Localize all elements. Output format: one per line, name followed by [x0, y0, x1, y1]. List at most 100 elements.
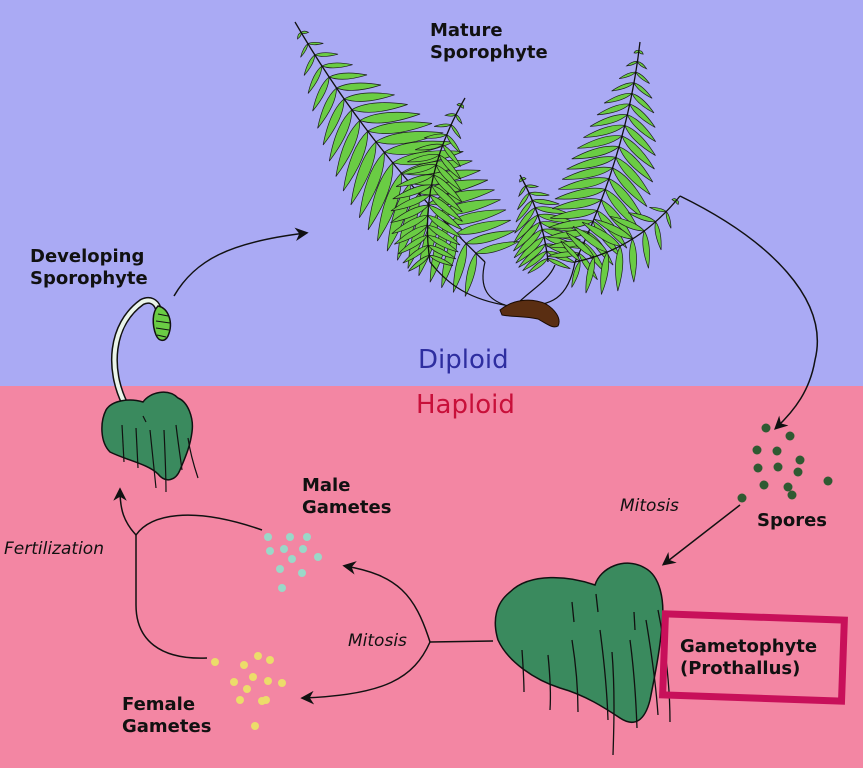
frond-pinna [517, 192, 530, 210]
female-gamete-dot [278, 679, 286, 687]
frond-pinna [328, 108, 353, 162]
frond-pinna [604, 92, 633, 104]
frond-center-small [390, 97, 466, 272]
gametophyte-highlight-box [659, 610, 848, 705]
spore-dot [737, 493, 747, 503]
frond-pinna [300, 30, 310, 34]
frond-pinna [513, 228, 543, 259]
female-gamete-dot [240, 661, 248, 669]
frond-pinna [400, 164, 438, 175]
male-gamete-dot [280, 545, 288, 553]
frond-pinna [615, 245, 624, 292]
male-gamete-dot [288, 555, 296, 563]
frond-pinna [402, 244, 429, 264]
frond-pinna [514, 206, 536, 234]
developing-stalk-core [112, 298, 160, 406]
frond-pinna [377, 172, 402, 242]
frond-pinna [522, 250, 548, 272]
frond-pinna [631, 92, 655, 114]
male-gamete-dot [276, 565, 284, 573]
frond-pinna [307, 65, 323, 94]
arrow-developing-to-mature [173, 227, 309, 297]
female-gamete-dot [262, 696, 270, 704]
frond-pinna [548, 219, 594, 229]
spore-dot [752, 445, 762, 455]
female-gamete-dot [230, 678, 238, 686]
developing-frond [152, 305, 172, 342]
frond-right-large [546, 41, 656, 280]
frond-pinna [546, 258, 571, 270]
fertilization-label: Fertilization [4, 539, 104, 559]
male-gamete-dot [264, 533, 272, 541]
frond-pinna [465, 230, 516, 245]
frond-pinna [554, 187, 607, 200]
frond-pinna [297, 31, 302, 40]
frond-pinna [322, 98, 345, 146]
frond-pinna [609, 215, 646, 232]
female-gametes-cluster [211, 652, 286, 730]
gametophyte-label: Gametophyte (Prothallus) [680, 636, 818, 679]
diploid-label: Diploid [418, 345, 509, 375]
male-gamete-dot [266, 547, 274, 555]
frond-pinna [531, 199, 560, 205]
female-gametes-label: Female Gametes [122, 694, 212, 737]
frond-pinna [312, 76, 330, 112]
frond-pinna [528, 191, 550, 197]
frond-pinna [408, 254, 430, 272]
spore-dot [759, 480, 769, 490]
spore-dot [773, 462, 783, 472]
frond-pinna [566, 156, 617, 170]
spore-dot [785, 431, 795, 441]
frond-pinna [649, 206, 668, 213]
frond-pinna [426, 234, 459, 253]
mature-sporophyte-label: Mature Sporophyte [430, 20, 548, 63]
fern-fronds [294, 21, 681, 297]
frond-pinna [423, 133, 448, 139]
male-gamete-dot [286, 533, 294, 541]
frond-pinna [571, 145, 620, 160]
frond-pinna [335, 119, 361, 177]
spore-dot [823, 476, 833, 486]
frond-pinna [366, 121, 433, 134]
frond-pinna [392, 184, 433, 200]
frond-pinna [581, 221, 621, 247]
frond-pinna [624, 124, 656, 156]
mitosis-label-gametes: Mitosis [348, 631, 407, 651]
male-gamete-dot [303, 533, 311, 541]
frond-pinna [589, 114, 629, 127]
frond-pinna [414, 143, 444, 151]
frond-pinna [626, 114, 656, 143]
frond-pinna [430, 184, 463, 213]
frond-pinna [593, 218, 634, 240]
female-gamete-dot [236, 696, 244, 704]
frond-left-large [294, 21, 520, 297]
female-gamete-dot [249, 673, 257, 681]
frond-pinna [358, 111, 421, 124]
female-gamete-dot [264, 677, 272, 685]
frond-pinna [515, 199, 533, 223]
arrow-to-female-gametes [300, 641, 431, 705]
developing-frond-veins [155, 313, 171, 338]
frond-pinna [432, 174, 463, 203]
frond-pinna [455, 219, 511, 235]
male-gamete-branch [135, 514, 263, 536]
frond-pinna [558, 177, 610, 190]
frond-pinna [612, 167, 648, 207]
frond-pinna [561, 166, 614, 180]
frond-right-sweep [560, 195, 681, 295]
gametophyte-rhizoids [521, 593, 671, 756]
arrow-to-zygote [113, 487, 137, 536]
frond-pinna [427, 204, 463, 231]
frond-pinna [524, 184, 540, 188]
frond-pinna [565, 232, 595, 258]
frond-pinna [665, 210, 672, 229]
frond-pinna [428, 255, 454, 267]
frond-pinna [615, 156, 651, 195]
frond-pinna [455, 114, 463, 125]
spore-dot [783, 482, 793, 492]
frond-pinna [654, 220, 662, 251]
frond-pinna [303, 54, 316, 76]
mitosis-branch-stem [429, 640, 494, 643]
spore-dot [795, 455, 805, 465]
frond-pinna [571, 260, 581, 288]
